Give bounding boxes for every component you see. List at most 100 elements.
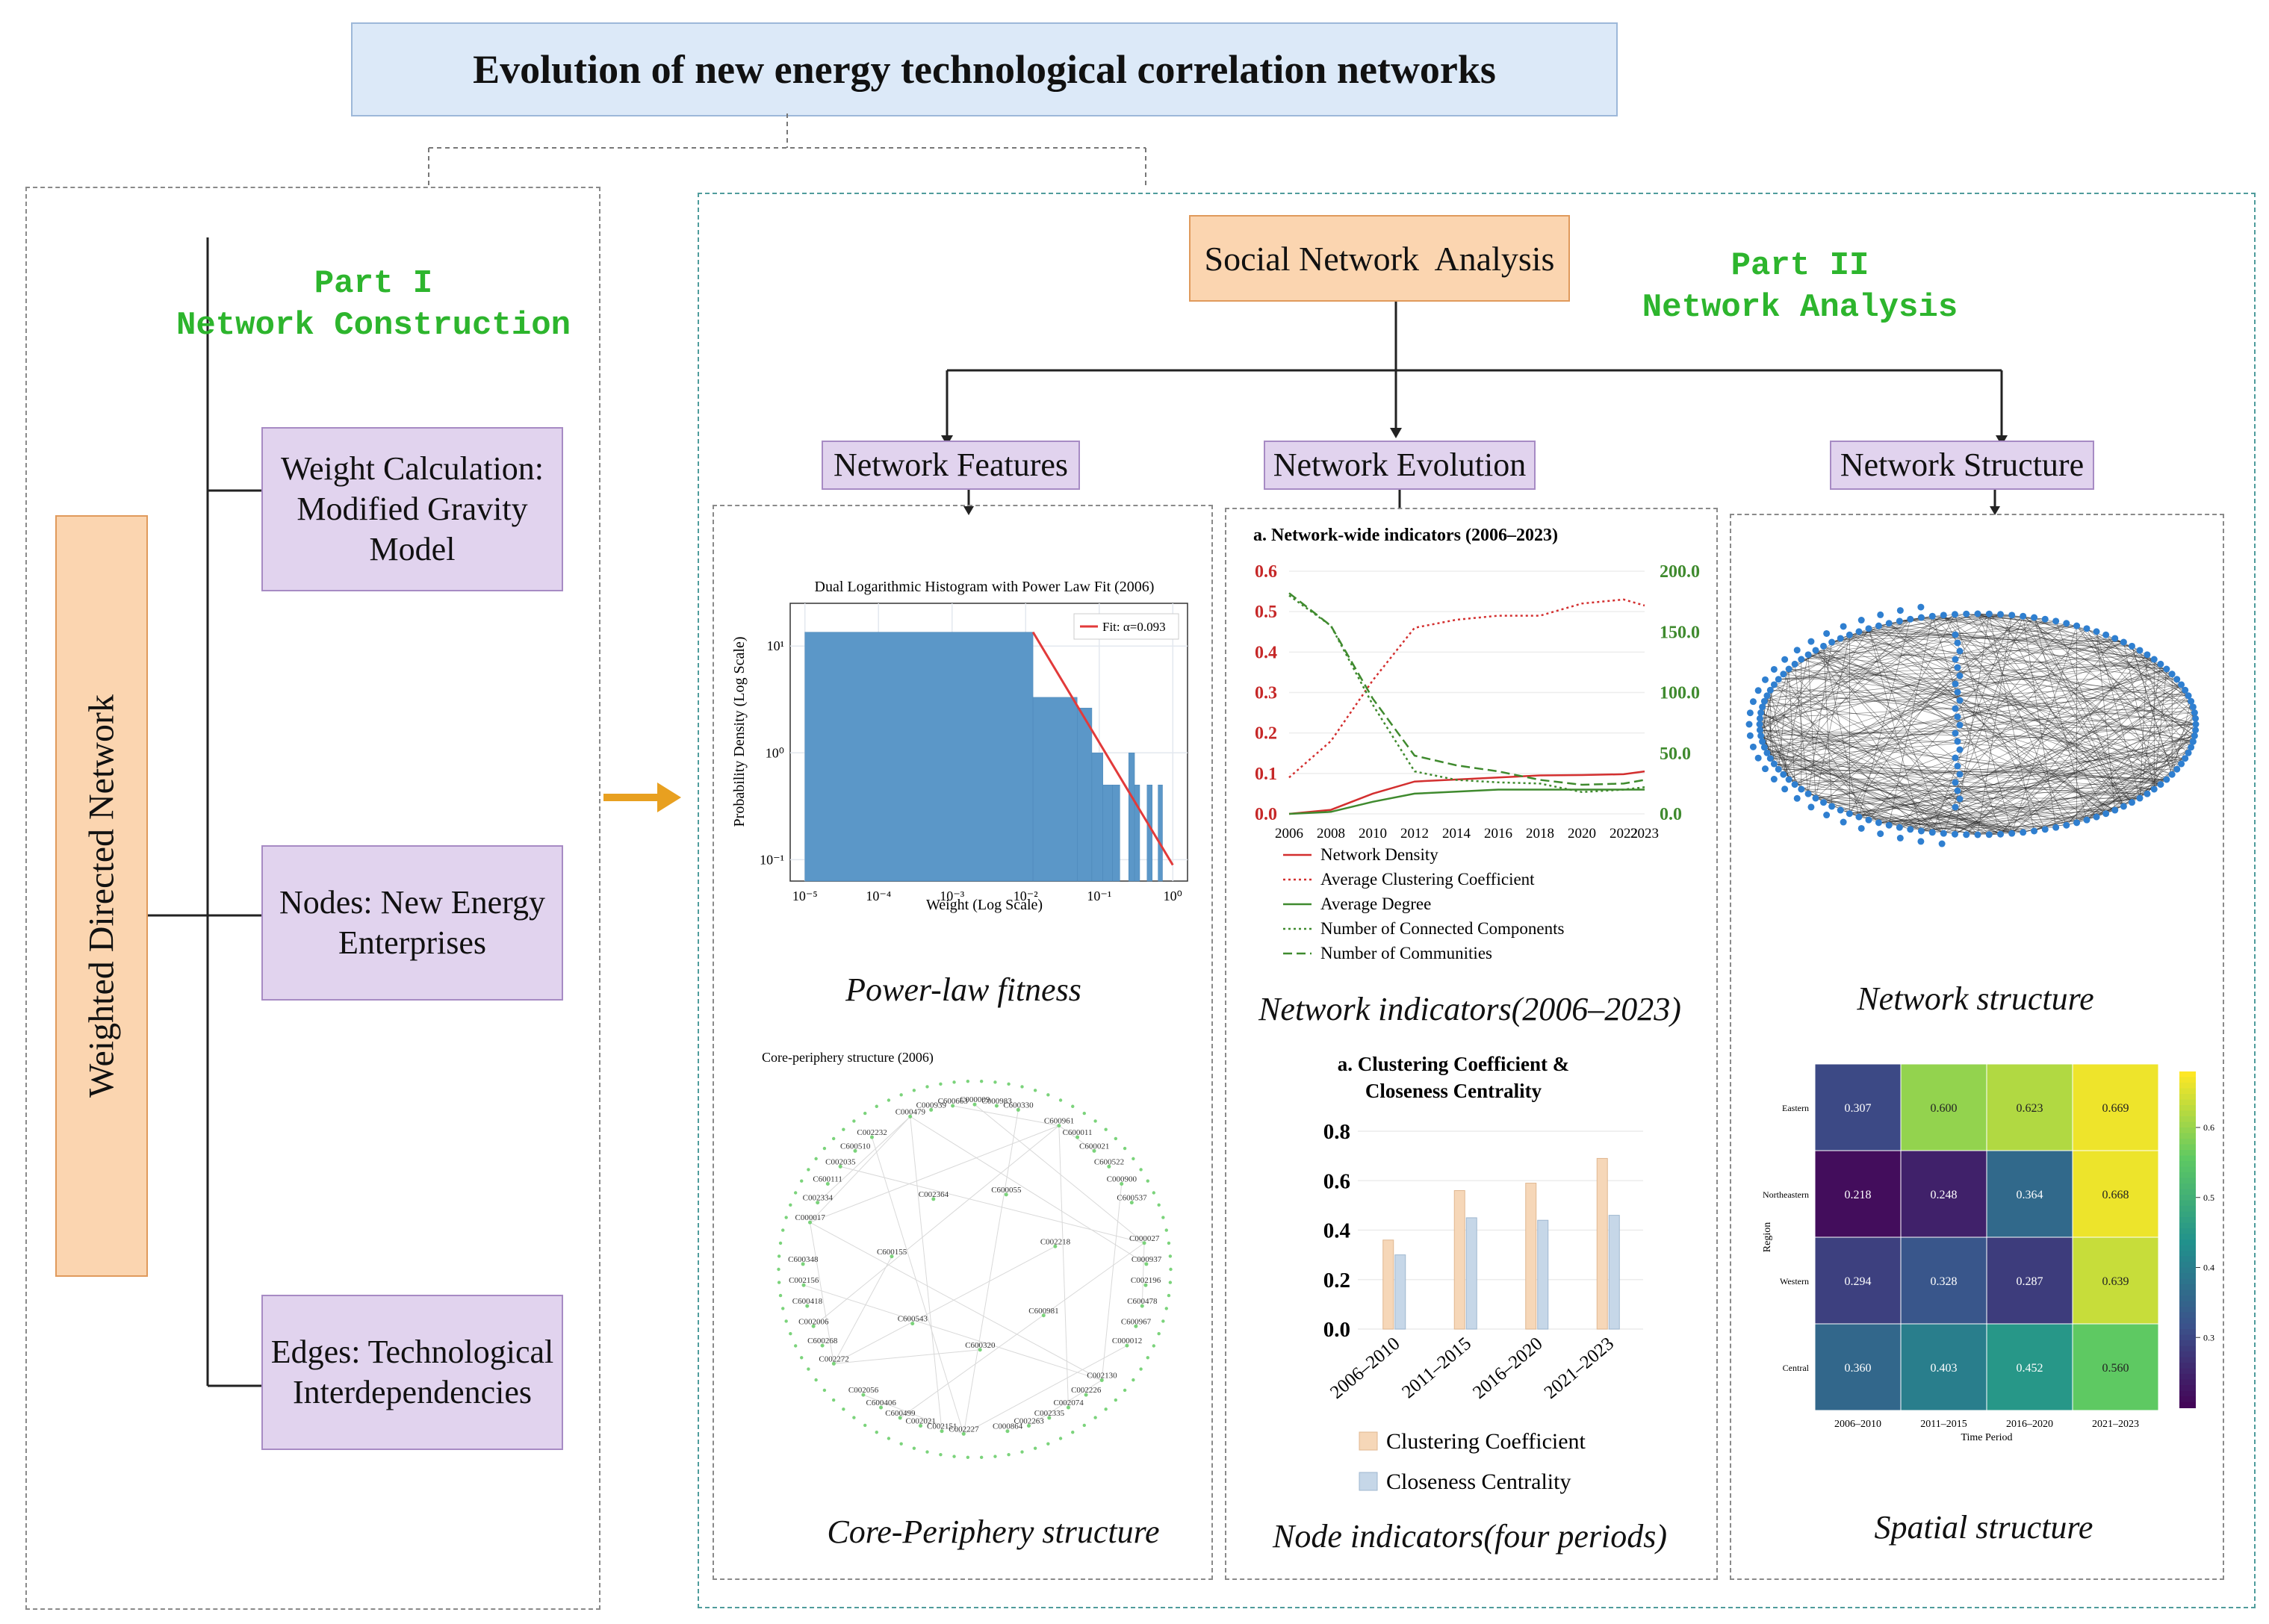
heatmap-value: 0.639 (2102, 1275, 2129, 1288)
network-edge (1921, 617, 2132, 803)
network-edge (1762, 623, 2067, 742)
network-node (1985, 610, 1993, 617)
core-node (801, 1262, 805, 1266)
core-node (890, 1254, 894, 1259)
colorbar-segment (2179, 1357, 2196, 1363)
core-node-peripheral (939, 1452, 943, 1457)
network-edge (1760, 718, 2012, 834)
line-ytick-left: 0.6 (1255, 562, 1277, 582)
network-edge (1840, 638, 2177, 680)
line-ytick-left: 0.5 (1255, 603, 1277, 622)
colorbar-segment (2179, 1301, 2196, 1307)
network-edge (2000, 684, 2182, 835)
core-node (1004, 1192, 1008, 1197)
core-node (869, 1135, 874, 1139)
network-node (2052, 824, 2060, 831)
network-edge (2000, 659, 2155, 835)
line-legend-label: Network Density (1320, 845, 1438, 864)
network-edge (1889, 623, 2124, 807)
colorbar-segment (2179, 1099, 2196, 1106)
core-edge (834, 1245, 1056, 1364)
network-edge (2123, 641, 2155, 790)
colorbar-segment (2179, 1340, 2196, 1347)
network-edge (1943, 615, 2097, 818)
core-node-label: C600981 (1028, 1307, 1058, 1316)
network-node (1775, 676, 1782, 683)
core-node (1075, 1135, 1080, 1139)
core-node-label: C600330 (1003, 1101, 1034, 1110)
histogram-bar (1128, 753, 1135, 882)
network-node (1865, 625, 1872, 632)
network-node (2182, 686, 2189, 694)
network-node (2157, 781, 2164, 788)
network-edge (1807, 654, 2182, 765)
network-node (1951, 830, 1958, 838)
network-node (2073, 819, 2081, 827)
network-edge (1899, 615, 2012, 622)
colorbar-segment (2179, 1385, 2196, 1392)
network-edge (2034, 617, 2124, 807)
core-node-peripheral (966, 1455, 970, 1460)
line-xtick: 2010 (1359, 826, 1387, 841)
network-edge (1808, 654, 2189, 697)
core-edge (834, 1349, 981, 1364)
network-edge (2086, 747, 2191, 821)
line-ytick-left: 0.0 (1255, 805, 1277, 824)
core-node (1144, 1262, 1149, 1266)
nodes-node: Nodes: New Energy Enterprises (261, 845, 563, 1001)
network-edge (1858, 664, 2161, 818)
core-node-peripheral (789, 1203, 792, 1207)
network-node (2128, 642, 2135, 650)
network-node (2020, 829, 2027, 836)
heatmap-value: 0.328 (1931, 1275, 1958, 1288)
network-edge (2011, 684, 2182, 834)
network-edge (1849, 634, 2124, 643)
network-edge (2034, 784, 2161, 832)
network-node (1760, 697, 1768, 705)
heatmap-row-label: Central (1783, 1363, 1810, 1373)
core-node-label: C600155 (877, 1248, 907, 1257)
network-edge (2123, 729, 2196, 807)
network-node (1759, 703, 1766, 711)
core-node-label: C000864 (993, 1422, 1023, 1431)
network-edge (2034, 617, 2132, 803)
network-node (1804, 790, 1812, 797)
line-xtick: 2014 (1442, 826, 1471, 841)
colorbar-segment (2179, 1334, 2196, 1341)
core-node-label: C002021 (906, 1417, 936, 1426)
colorbar-segment (2179, 1379, 2196, 1386)
network-edge (1889, 623, 2155, 660)
core-node-peripheral (1082, 1111, 1086, 1116)
weight-node: Weight Calculation: Modified Gravity Mod… (261, 427, 563, 591)
core-node (1129, 1201, 1134, 1205)
network-node (2178, 760, 2185, 768)
network-edge (1788, 617, 2034, 780)
network-edge (1899, 735, 2195, 828)
network-node (2008, 612, 2016, 619)
core-edge (1028, 1380, 1102, 1426)
bar (1465, 1217, 1477, 1330)
histogram-xtick: 10⁻² (1014, 889, 1038, 903)
colorbar-segment (2179, 1329, 2196, 1336)
network-edge (2076, 625, 2178, 770)
network-edge (1764, 625, 2077, 702)
heatmap-value: 0.218 (1845, 1189, 1872, 1201)
core-node (838, 1164, 842, 1169)
network-node (1855, 813, 1863, 821)
colorbar-segment (2179, 1166, 2196, 1173)
network-node (2073, 622, 2081, 629)
network-edge (1766, 752, 1978, 836)
network-node (1928, 829, 1936, 836)
caption-spatial: Spatial structure (1874, 1509, 2093, 1546)
heatmap-row-label: Eastern (1782, 1103, 1809, 1113)
line-series (1288, 770, 1645, 815)
core-node-label: C600537 (1117, 1194, 1147, 1203)
colorbar-segment (2179, 1289, 2196, 1296)
network-edge (1760, 712, 2023, 833)
colorbar-segment (2179, 1105, 2196, 1112)
bar (1525, 1183, 1537, 1330)
core-edge (1141, 1242, 1145, 1307)
network-edge (1815, 650, 2115, 811)
core-node-peripheral (912, 1446, 916, 1450)
heatmap-row-label: Western (1780, 1276, 1809, 1287)
